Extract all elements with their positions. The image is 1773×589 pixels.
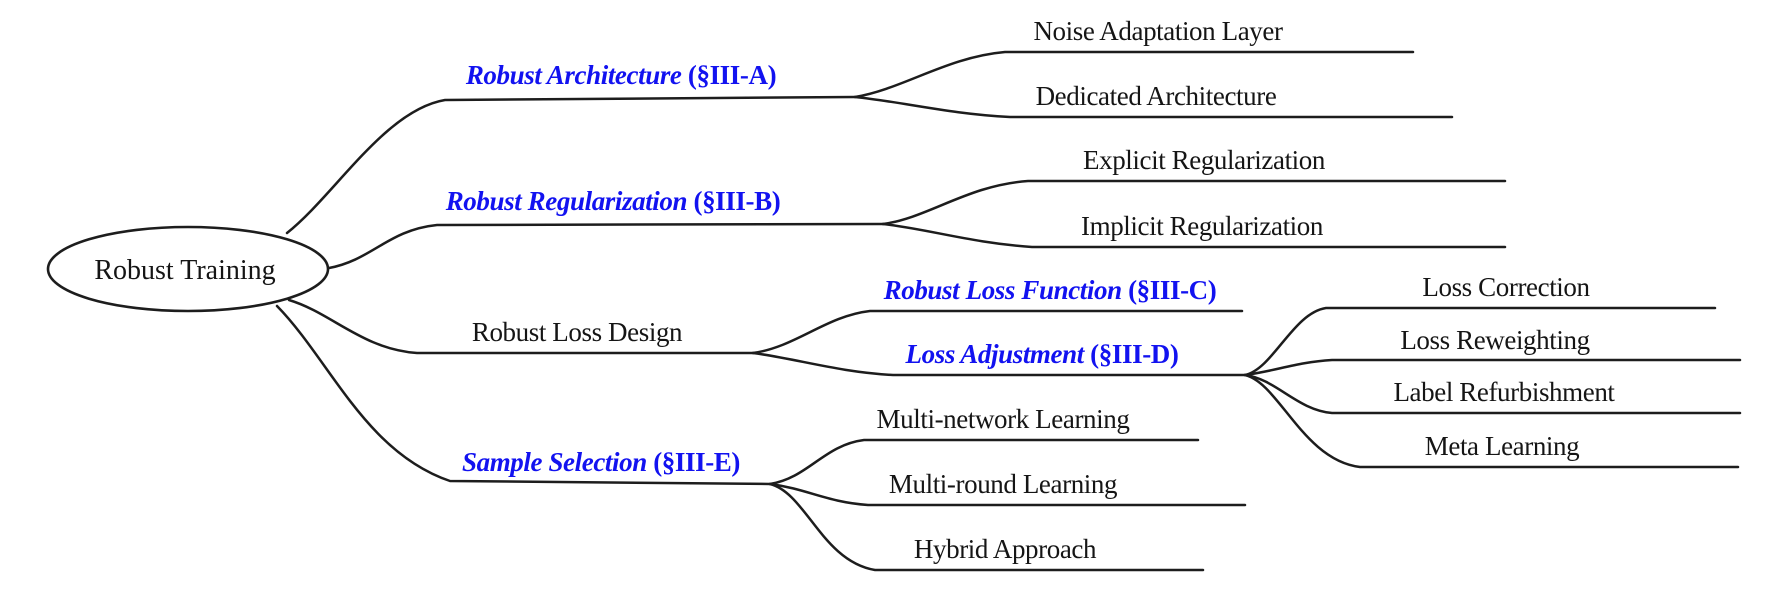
- node-explicit-regularization: Explicit Regularization: [1083, 145, 1325, 176]
- node-label: Robust Loss Design: [471, 317, 683, 347]
- edge-root-to-robust-regularization: [327, 222, 885, 270]
- node-label: Hybrid Approach: [913, 534, 1097, 564]
- section-ref: (§III-A): [687, 60, 777, 90]
- node-label: Dedicated Architecture: [1035, 81, 1277, 111]
- edge-root-to-robust-architecture: [285, 95, 857, 235]
- section-ref: (§III-B): [693, 186, 781, 216]
- node-robust-loss-function: Robust Loss Function (§III-C): [883, 275, 1217, 306]
- edge-regularization-to-explicit: [881, 179, 1507, 226]
- node-label-refurbishment: Label Refurbishment: [1393, 377, 1615, 408]
- edge-loss-adjustment-to-meta-learning: [1243, 373, 1740, 469]
- node-meta-learning: Meta Learning: [1424, 431, 1580, 462]
- node-label: Loss Adjustment: [905, 339, 1085, 369]
- node-robust-training: Robust Training: [94, 255, 276, 286]
- node-label: Label Refurbishment: [1393, 377, 1615, 407]
- node-label: Robust Regularization: [445, 186, 688, 216]
- edge-architecture-to-noise-adaptation-layer: [853, 50, 1415, 99]
- node-label: Loss Correction: [1422, 272, 1590, 302]
- node-label: Implicit Regularization: [1081, 211, 1323, 241]
- node-label: Meta Learning: [1424, 431, 1580, 461]
- node-label: Multi-network Learning: [876, 404, 1130, 434]
- node-multi-round-learning: Multi-round Learning: [888, 469, 1118, 500]
- section-ref: (§III-D): [1090, 339, 1179, 369]
- node-loss-reweighting: Loss Reweighting: [1400, 325, 1590, 356]
- node-label: Multi-round Learning: [888, 469, 1118, 499]
- node-sample-selection: Sample Selection (§III-E): [461, 447, 741, 478]
- node-loss-adjustment: Loss Adjustment (§III-D): [905, 339, 1179, 370]
- edge-regularization-to-implicit: [881, 222, 1507, 249]
- node-label: Loss Reweighting: [1400, 325, 1590, 355]
- node-robust-loss-design: Robust Loss Design: [471, 317, 683, 348]
- edge-architecture-to-dedicated-architecture: [853, 95, 1454, 119]
- edge-loss-adjustment-to-label-refurbishment: [1243, 373, 1742, 415]
- node-label: Noise Adaptation Layer: [1033, 16, 1283, 46]
- node-robust-architecture: Robust Architecture (§III-A): [465, 60, 777, 91]
- edge-sample-selection-to-multi-network: [768, 438, 1200, 486]
- edge-loss-adjustment-to-loss-reweighting: [1243, 358, 1742, 377]
- node-label: Sample Selection: [461, 447, 647, 477]
- node-robust-regularization: Robust Regularization (§III-B): [445, 186, 781, 217]
- section-ref: (§III-E): [653, 447, 741, 477]
- node-implicit-regularization: Implicit Regularization: [1081, 211, 1323, 242]
- edge-loss-adjustment-to-loss-correction: [1243, 306, 1717, 377]
- node-loss-correction: Loss Correction: [1422, 272, 1590, 303]
- node-dedicated-architecture: Dedicated Architecture: [1035, 81, 1277, 112]
- node-hybrid-approach: Hybrid Approach: [913, 534, 1097, 565]
- edge-root-to-sample-selection: [275, 304, 772, 486]
- edge-loss-design-to-robust-loss-function: [751, 309, 1244, 355]
- edge-sample-selection-to-hybrid-approach: [768, 482, 1205, 572]
- edge-root-to-robust-loss-design: [287, 298, 755, 355]
- section-ref: (§III-C): [1128, 275, 1217, 305]
- node-noise-adaptation-layer: Noise Adaptation Layer: [1033, 16, 1283, 47]
- edge-sample-selection-to-multi-round: [768, 482, 1247, 507]
- edge-loss-design-to-loss-adjustment: [751, 351, 1247, 377]
- root-node-ellipse: [46, 225, 330, 313]
- node-label: Robust Architecture: [465, 60, 682, 90]
- node-label: Robust Loss Function: [883, 275, 1122, 305]
- node-label: Explicit Regularization: [1083, 145, 1325, 175]
- node-multi-network-learning: Multi-network Learning: [876, 404, 1130, 435]
